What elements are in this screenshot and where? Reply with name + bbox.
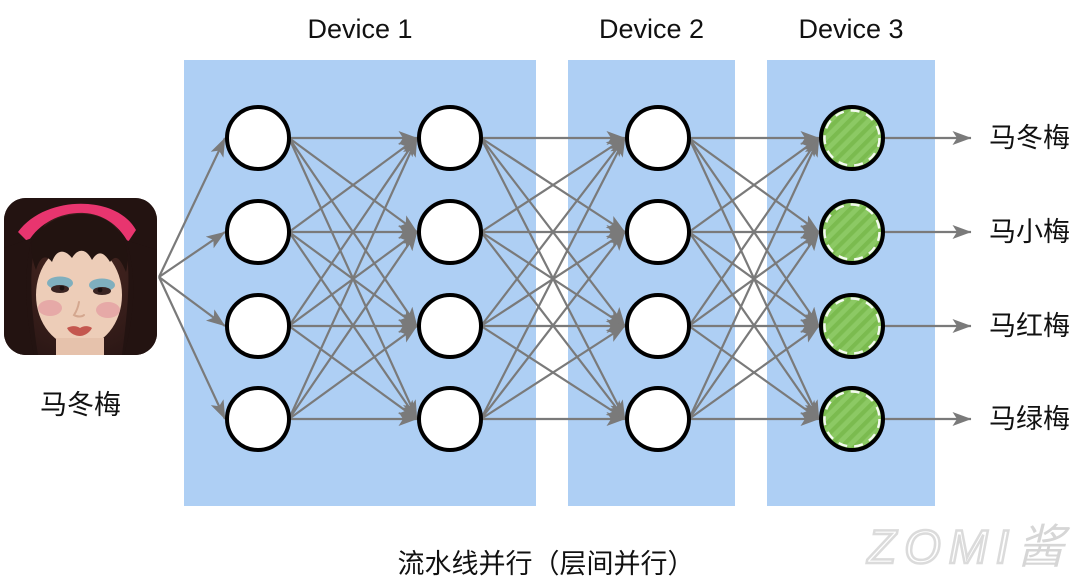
neuron-node [225, 105, 291, 171]
output-label-2: 马小梅 [989, 217, 1070, 247]
nose [72, 301, 85, 318]
device3-title: Device 3 [798, 14, 904, 44]
output-label-3: 马红梅 [989, 311, 1070, 341]
neuron-node [417, 105, 483, 171]
lips [67, 326, 92, 336]
blush-left [38, 300, 62, 316]
neuron-node [625, 105, 691, 171]
neuron-node [417, 293, 483, 359]
watermark-cjk: 酱 [1017, 520, 1064, 573]
neuron-node [417, 386, 483, 452]
neuron-node [625, 199, 691, 265]
neuron-node-dash-ring [823, 297, 881, 355]
nodes-layer [225, 105, 885, 452]
output-label-1: 马冬梅 [989, 123, 1070, 153]
neuron-node [225, 293, 291, 359]
input-photo [4, 198, 157, 355]
bangs [31, 214, 128, 272]
neuron-node-dash-ring [823, 203, 881, 261]
input-label: 马冬梅 [40, 390, 121, 420]
edges-layer [158, 131, 972, 426]
headband [18, 203, 136, 242]
neuron-node-output [819, 386, 885, 452]
neuron-node-dash-ring [823, 109, 881, 167]
neck [56, 338, 104, 355]
face [36, 243, 122, 347]
blush-right [96, 302, 120, 318]
neuron-node-output [819, 199, 885, 265]
watermark-latin: ZOMI [866, 519, 1017, 575]
neuron-node-dash-ring [823, 390, 881, 448]
neuron-node-output [819, 293, 885, 359]
side-hair-right [124, 240, 157, 355]
output-label-4: 马绿梅 [989, 404, 1070, 434]
neuron-node [225, 199, 291, 265]
neuron-node [625, 293, 691, 359]
neuron-node [225, 386, 291, 452]
neuron-node [417, 199, 483, 265]
device1-title: Device 1 [307, 14, 413, 44]
device2-title: Device 2 [598, 14, 705, 44]
caption: 流水线并行（层间并行） [397, 549, 695, 579]
watermark: ZOMI酱 [866, 508, 1064, 577]
neuron-node-output [819, 105, 885, 171]
side-hair-left [4, 238, 34, 355]
neuron-node [625, 386, 691, 452]
